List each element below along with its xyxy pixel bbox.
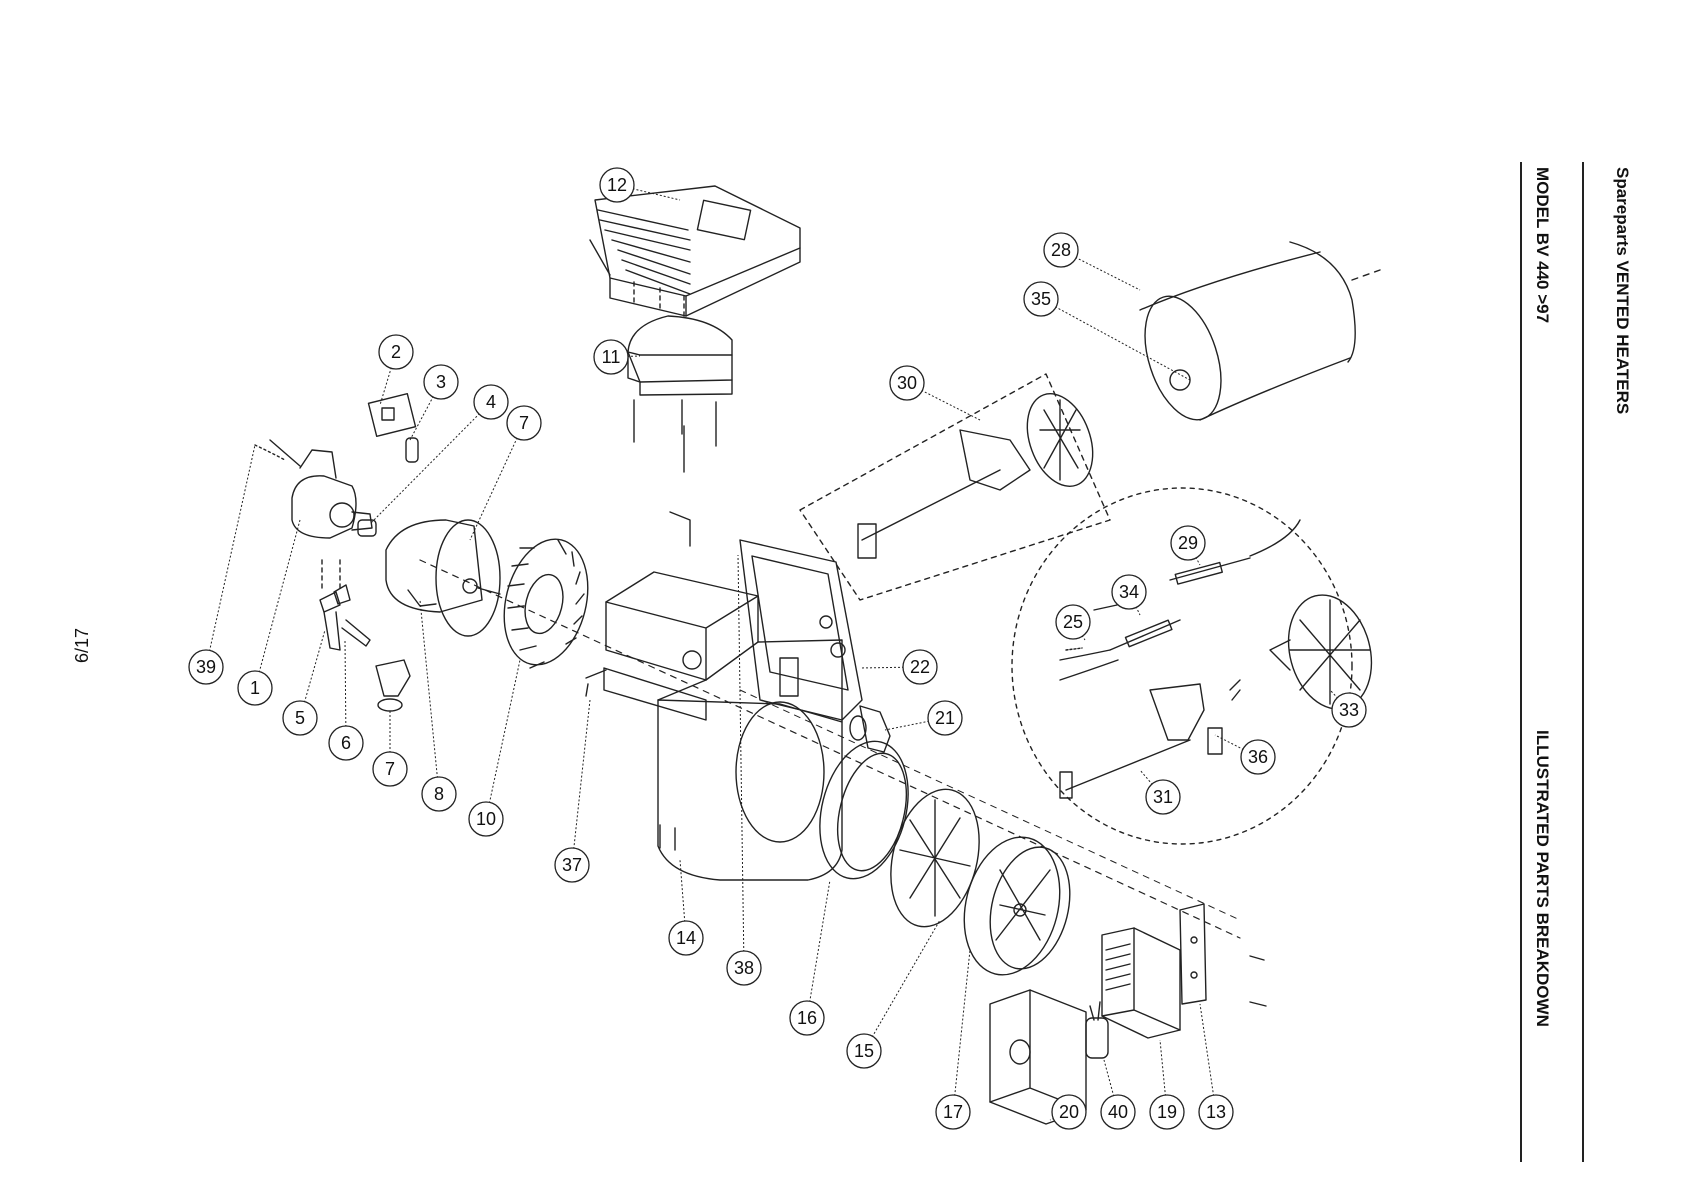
nozzle-assembly-31-shape [857,393,1094,559]
callout-10: 8 [434,784,444,804]
callout-35: 35 [1031,289,1051,309]
header-section-title: ILLUSTRATED PARTS BREAKDOWN [1533,730,1552,1027]
fitting-22-shape [849,705,891,753]
callout-34: 34 [1119,582,1139,602]
bracket-14-shape [1179,903,1267,1007]
callout-30: 29 [1178,533,1198,553]
callout-39: 39 [196,657,216,677]
control-box-12-shape [627,281,733,473]
callout-38: 38 [734,958,754,978]
fitting-5-shape [319,591,341,651]
header-divider-outer [1582,162,1584,1162]
callout-31: 30 [897,373,917,393]
callout-29: 28 [1051,240,1071,260]
callout-16: 15 [854,1041,874,1061]
callout-8: 7 [519,413,529,433]
callout-19: 17 [943,1102,963,1122]
callout-40: 40 [1108,1102,1128,1122]
rod-36-shape [1059,739,1191,799]
callout-37: 37 [562,855,582,875]
ring-17-shape [819,740,909,880]
callout-15: 14 [676,928,696,948]
diffuser-33-shape [1269,594,1373,710]
oil-pump-1-shape [254,439,373,539]
callout-11: 10 [476,809,496,829]
callout-28: 25 [1063,612,1083,632]
callout-4: 4 [486,392,496,412]
callout-12: 11 [602,347,621,367]
cover-plate-13-shape [589,185,801,317]
filter-7-shape [375,659,411,712]
callout-32: 31 [1153,787,1173,807]
callout-20: 19 [1157,1102,1177,1122]
electrode-holder-32-shape [1149,679,1241,755]
electrode-30-shape [1169,519,1301,585]
fitting-6-shape [333,584,371,647]
callout-25: 22 [910,657,930,677]
callout-33: 33 [1339,700,1359,720]
burner-tube-29-shape [1139,241,1381,421]
disk-16-shape [890,788,980,928]
callout-3: 3 [436,372,446,392]
capacitor-40-shape [1085,1001,1109,1059]
callout-7: 7 [385,759,395,779]
mounting-flange-25-shape [739,539,863,721]
terminal-block-20-shape [1101,927,1181,1039]
motor-8-shape [385,519,501,637]
callout-14: 13 [1206,1102,1226,1122]
callout-17: 16 [797,1008,817,1028]
header-model: MODEL BV 440 >97 [1533,167,1552,324]
burner-housing-15-shape [603,571,843,881]
callout-1: 1 [250,678,260,698]
callout-2: 2 [391,342,401,362]
header-divider-inner [1520,162,1522,1162]
callout-22: 21 [935,708,955,728]
valve-coil-2-shape [367,392,417,438]
nipple-4-shape [357,519,377,537]
cable-28-shape [1059,647,1119,681]
callout-6: 6 [341,733,351,753]
callout-36: 36 [1248,747,1268,767]
callout-13: 12 [607,175,627,195]
header-title: Spareparts VENTED HEATERS [1613,167,1632,415]
callout-21: 20 [1059,1102,1079,1122]
fan-wheel-11-shape [503,538,589,669]
plug-3-shape [405,437,419,463]
air-box-19-shape [963,836,1071,976]
callout-5: 5 [295,708,305,728]
